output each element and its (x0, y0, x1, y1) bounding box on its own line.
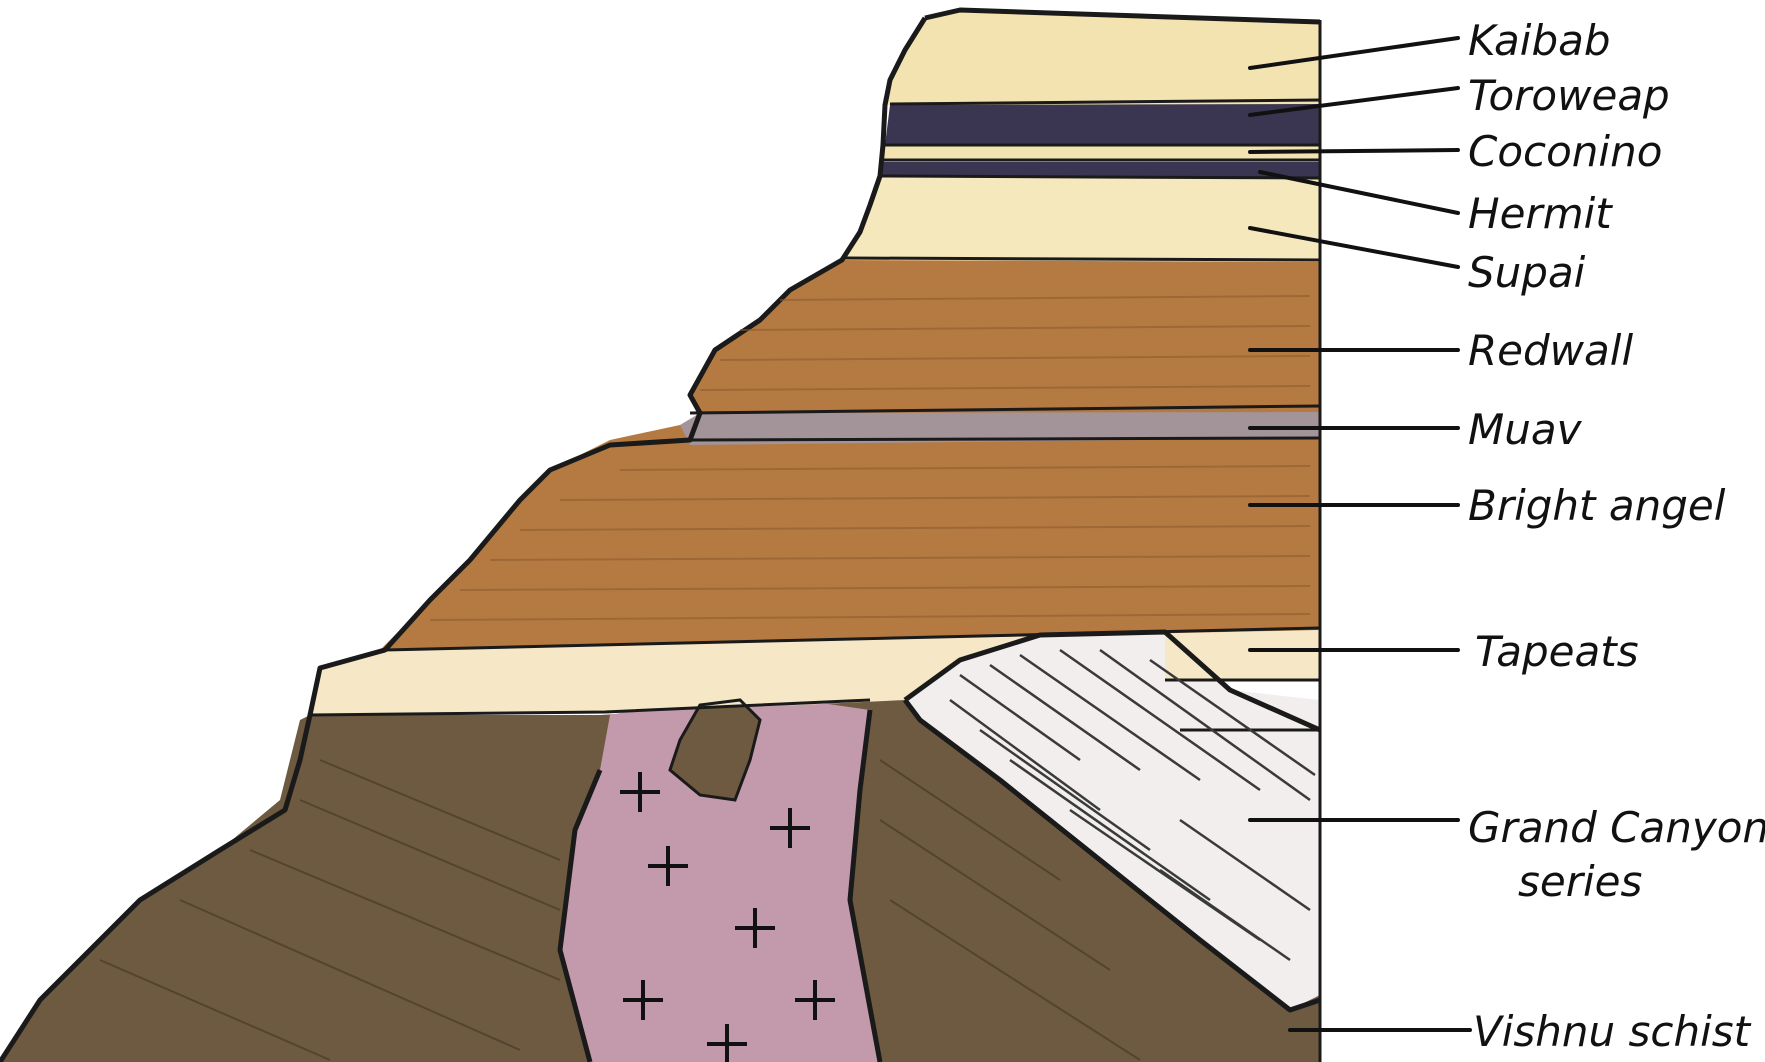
label-kaibab: Kaibab (1468, 16, 1611, 65)
toroweap-layer (885, 102, 1320, 145)
label-toroweap: Toroweap (1468, 71, 1670, 120)
label-grand-canyon-series-line1: Grand Canyon (1468, 803, 1765, 852)
label-supai: Supai (1468, 248, 1586, 297)
label-hermit: Hermit (1468, 189, 1613, 238)
label-coconino: Coconino (1468, 127, 1662, 176)
label-grand-canyon-series-line2: series (1518, 857, 1642, 906)
label-redwall: Redwall (1468, 326, 1633, 375)
label-vishnu-schist: Vishnu schist (1473, 1007, 1752, 1056)
supai-layer (840, 168, 1320, 262)
label-tapeats: Tapeats (1475, 627, 1639, 676)
label-muav: Muav (1468, 405, 1583, 454)
layer-labels: Kaibab Toroweap Coconino Hermit Supai Re… (1468, 16, 1765, 1056)
kaibab-layer (885, 10, 1320, 105)
label-bright-angel: Bright angel (1468, 481, 1726, 530)
